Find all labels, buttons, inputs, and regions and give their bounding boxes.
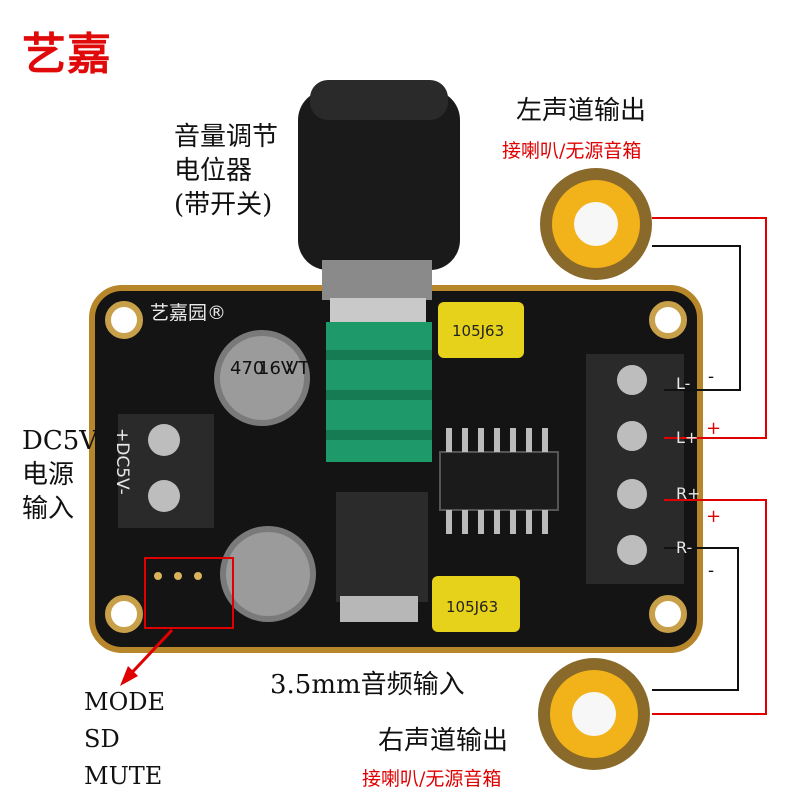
board-brand: 艺嘉园®	[150, 302, 227, 324]
mounting-hole	[105, 301, 143, 339]
volume-label-line2: 电位器	[174, 156, 253, 186]
audio-jack	[336, 492, 428, 602]
wire-right-minus	[652, 547, 739, 691]
left-channel-sub: 接喇叭/无源音箱	[502, 140, 642, 162]
volume-label-line3: (带开关)	[174, 190, 273, 220]
electrolytic-capacitor	[214, 330, 310, 426]
power-label-line1: DC5V	[22, 426, 99, 456]
left-speaker	[540, 168, 652, 280]
cap1-volt: 16V	[258, 358, 294, 379]
wire-right-plus-mark: +	[706, 506, 722, 527]
wire-right-plus	[652, 499, 767, 715]
right-channel-sub: 接喇叭/无源音箱	[362, 768, 502, 790]
power-label-line3: 输入	[22, 494, 75, 524]
film-cap-label-top: 105J63	[452, 322, 505, 340]
terminal-l-minus: L-	[676, 374, 691, 393]
brand-logo: 艺嘉	[22, 29, 112, 80]
mounting-hole	[649, 595, 687, 633]
mounting-hole	[105, 595, 143, 633]
cap1-value: 470	[230, 358, 265, 379]
power-label-line2: 电源	[22, 460, 75, 490]
terminal-r-plus: R+	[676, 484, 701, 503]
volume-label: 音量调节 电位器 (带开关)	[174, 120, 278, 222]
film-cap-label-bottom: 105J63	[446, 598, 499, 616]
mounting-hole	[649, 301, 687, 339]
amplifier-ic	[439, 451, 559, 511]
mute-label: MUTE	[84, 762, 163, 790]
mode-pin-list: MODE SD MUTE	[84, 684, 165, 795]
terminal-r-minus: R-	[676, 538, 693, 557]
audio-input-label: 3.5mm音频输入	[270, 670, 465, 700]
electrolytic-capacitor	[220, 526, 316, 622]
mode-header-box	[144, 557, 234, 629]
film-capacitor	[432, 576, 520, 632]
power-terminal-label: +DC5V-	[112, 428, 132, 495]
film-capacitor	[438, 302, 524, 358]
wire-left-minus-mark: -	[708, 366, 715, 387]
terminal-l-plus: L+	[676, 428, 699, 447]
wire-right-minus-mark: -	[708, 560, 715, 581]
right-channel-title: 右声道输出	[378, 726, 509, 756]
power-input-label: DC5V 电源 输入	[22, 424, 98, 526]
left-channel-title: 左声道输出	[516, 96, 647, 126]
right-speaker	[538, 658, 650, 770]
volume-potentiometer	[298, 80, 460, 462]
wire-left-plus-mark: +	[706, 418, 722, 439]
volume-label-line1: 音量调节	[174, 122, 279, 152]
wire-left-minus	[652, 245, 741, 391]
wire-left-plus	[652, 217, 767, 439]
mode-label: MODE	[84, 688, 166, 716]
cap1-series: VT	[286, 358, 310, 379]
sd-label: SD	[84, 725, 120, 753]
